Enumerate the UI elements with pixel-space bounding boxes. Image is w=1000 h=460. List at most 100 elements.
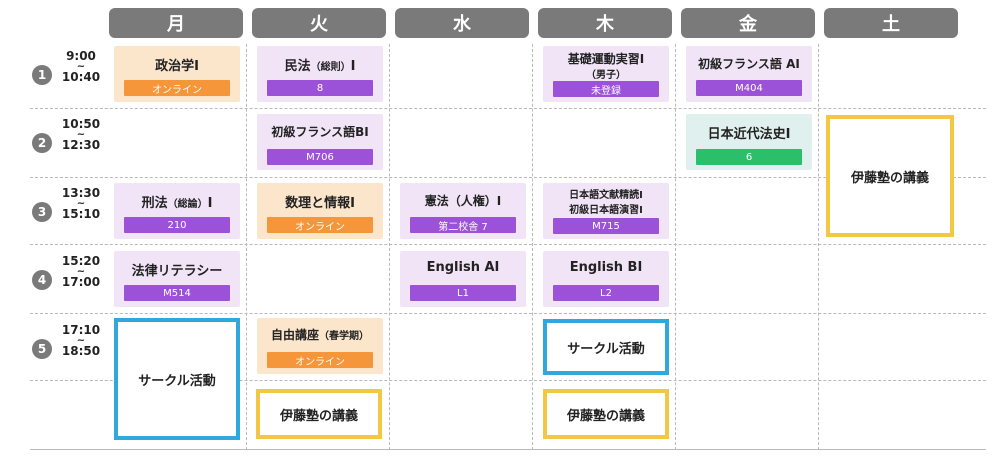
course-card-wed-4[interactable]: English AⅠ L1: [400, 251, 526, 307]
grid-line: [30, 108, 986, 109]
period-5: 5 17:10 ~ 18:50: [30, 318, 100, 378]
room-label: オンライン: [267, 352, 373, 368]
grid-line: [30, 313, 986, 314]
course-title: 日本語文献精読Ⅰ: [569, 190, 643, 201]
circle-activity-thu[interactable]: サークル活動: [543, 319, 669, 375]
room-label: オンライン: [267, 217, 373, 233]
room-label: M706: [267, 149, 373, 165]
course-card-mon-3[interactable]: 刑法（総論）Ⅰ 210: [114, 183, 240, 239]
course-title: 初級フランス語 AⅠ: [698, 57, 800, 71]
course-title-end: Ⅰ: [207, 196, 213, 211]
period-tilde: ~: [76, 198, 86, 209]
course-title-main: 民法: [284, 59, 311, 74]
course-title: 初級フランス語BⅠ: [271, 125, 369, 139]
column-divider: [818, 44, 819, 450]
period-time: 10:50 ~ 12:30: [58, 118, 104, 152]
itojuku-lecture-tue[interactable]: 伊藤塾の講義: [256, 389, 382, 439]
period-start-time: 9:00: [66, 49, 96, 63]
course-title-sub: （総則）: [310, 62, 351, 73]
course-title-note: （男子）: [586, 70, 626, 81]
course-title: 基礎運動実習Ⅰ: [567, 52, 645, 66]
room-label: M514: [124, 285, 230, 301]
course-card-thu-4[interactable]: English BⅠ L2: [543, 251, 669, 307]
day-header-wed: 水: [395, 8, 529, 38]
period-start-time: 13:30: [61, 186, 101, 200]
period-time: 17:10 ~ 18:50: [58, 324, 104, 358]
course-card-tue-5[interactable]: 自由講座（春学期） オンライン: [257, 318, 383, 374]
period-number-badge: 4: [32, 270, 52, 290]
room-label: L2: [553, 285, 659, 301]
course-title-sub: （総論）: [167, 199, 208, 210]
course-title-main: 自由講座: [270, 328, 319, 342]
course-card-thu-3[interactable]: 日本語文献精読Ⅰ 初級日本語演習Ⅰ M715: [543, 183, 669, 239]
course-title: 自由講座（春学期）: [257, 326, 383, 343]
grid-line: [30, 380, 986, 381]
column-divider: [532, 44, 533, 450]
period-start-time: 15:20: [61, 254, 101, 268]
period-tilde: ~: [76, 266, 86, 277]
itojuku-lecture-sat[interactable]: 伊藤塾の講義: [826, 115, 954, 237]
room-label: 第二校舎 7: [410, 217, 516, 233]
course-card-mon-4[interactable]: 法律リテラシー M514: [114, 251, 240, 307]
room-label: 未登録: [553, 81, 659, 97]
period-end-time: 17:00: [61, 275, 101, 289]
course-card-mon-1[interactable]: 政治学Ⅰ オンライン: [114, 46, 240, 102]
grid-line: [30, 244, 986, 245]
room-label: オンライン: [124, 80, 230, 96]
day-header-thu: 木: [538, 8, 672, 38]
period-tilde: ~: [76, 129, 86, 140]
column-divider: [246, 44, 247, 450]
period-number-badge: 1: [32, 65, 52, 85]
period-number-badge: 5: [32, 339, 52, 359]
period-end-time: 15:10: [61, 207, 101, 221]
course-title-sub: （春学期）: [319, 331, 369, 342]
period-tilde: ~: [76, 335, 86, 346]
course-title: 刑法（総論）Ⅰ: [114, 192, 240, 211]
course-title-secondary: 初級日本語演習Ⅰ: [569, 205, 643, 216]
course-card-thu-1[interactable]: 基礎運動実習Ⅰ （男子） 未登録: [543, 46, 669, 102]
course-title: 政治学Ⅰ: [155, 59, 199, 74]
course-card-fri-1[interactable]: 初級フランス語 AⅠ M404: [686, 46, 812, 102]
course-title: 日本近代法史Ⅰ: [707, 127, 791, 142]
course-title-end: Ⅰ: [350, 59, 356, 74]
period-end-time: 12:30: [61, 138, 101, 152]
period-time: 15:20 ~ 17:00: [58, 255, 104, 289]
course-title: English BⅠ: [569, 260, 643, 275]
course-card-wed-3[interactable]: 憲法（人権）Ⅰ 第二校舎 7: [400, 183, 526, 239]
period-time: 9:00 ~ 10:40: [58, 50, 104, 84]
room-label: 6: [696, 149, 802, 165]
period-1: 1 9:00 ~ 10:40: [30, 44, 100, 104]
course-title: 法律リテラシー: [131, 264, 223, 279]
period-number-badge: 3: [32, 202, 52, 222]
period-3: 3 13:30 ~ 15:10: [30, 181, 100, 241]
day-header-fri: 金: [681, 8, 815, 38]
course-title: 民法（総則）Ⅰ: [257, 55, 383, 74]
itojuku-lecture-thu[interactable]: 伊藤塾の講義: [543, 389, 669, 439]
period-start-time: 10:50: [61, 117, 101, 131]
grid-line: [30, 177, 986, 178]
room-label: 210: [124, 217, 230, 233]
course-title-main: 刑法: [141, 196, 168, 211]
room-label: 8: [267, 80, 373, 96]
course-card-tue-2[interactable]: 初級フランス語BⅠ M706: [257, 114, 383, 170]
grid-bottom-line: [30, 449, 986, 450]
day-header-sat: 土: [824, 8, 958, 38]
room-label: L1: [410, 285, 516, 301]
course-card-fri-2[interactable]: 日本近代法史Ⅰ 6: [686, 114, 812, 170]
course-card-tue-3[interactable]: 数理と情報Ⅰ オンライン: [257, 183, 383, 239]
circle-activity-mon[interactable]: サークル活動: [114, 318, 240, 440]
course-title: 数理と情報Ⅰ: [285, 196, 355, 211]
course-card-tue-1[interactable]: 民法（総則）Ⅰ 8: [257, 46, 383, 102]
period-end-time: 18:50: [61, 344, 101, 358]
day-header-mon: 月: [109, 8, 243, 38]
course-title: 憲法（人権）Ⅰ: [424, 194, 502, 208]
period-number-badge: 2: [32, 133, 52, 153]
period-4: 4 15:20 ~ 17:00: [30, 249, 100, 309]
period-time: 13:30 ~ 15:10: [58, 187, 104, 221]
day-header-tue: 火: [252, 8, 386, 38]
period-2: 2 10:50 ~ 12:30: [30, 112, 100, 172]
column-divider: [675, 44, 676, 450]
column-divider: [389, 44, 390, 450]
room-label: M715: [553, 218, 659, 234]
room-label: M404: [696, 80, 802, 96]
